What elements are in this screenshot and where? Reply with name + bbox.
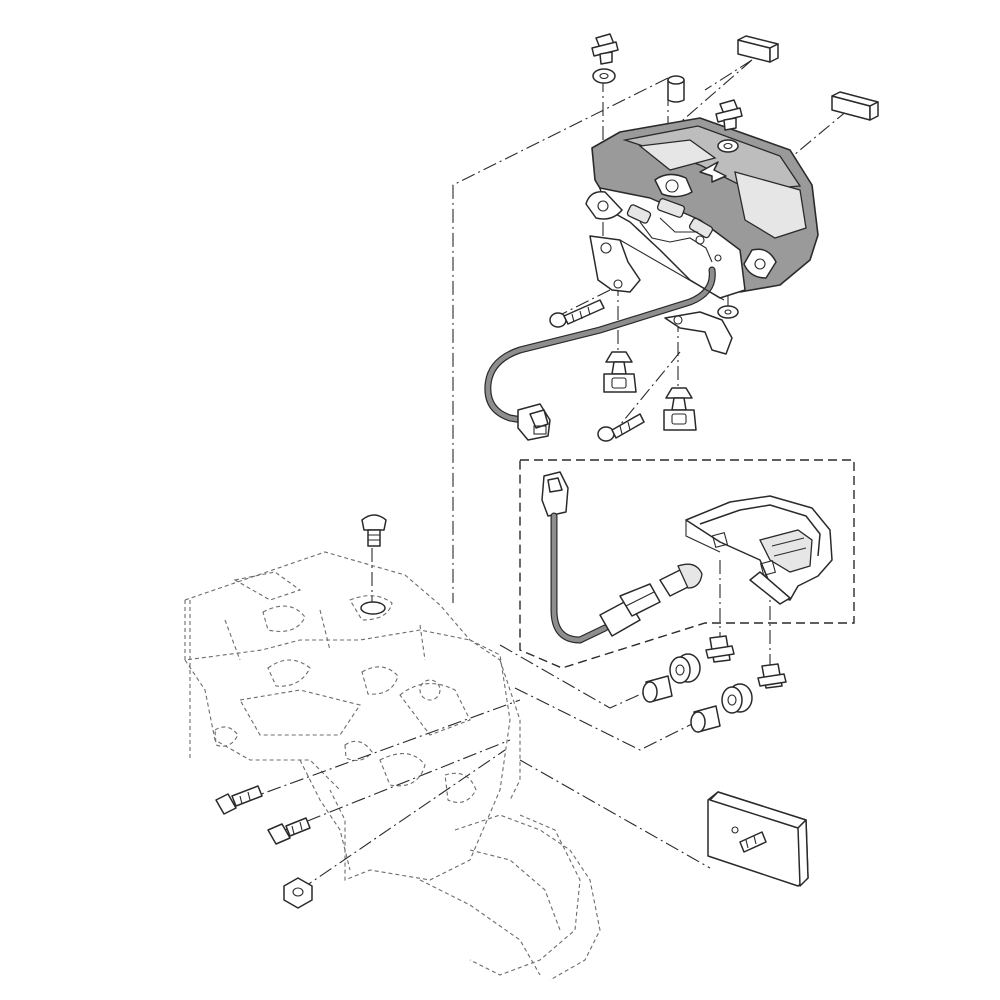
screw-bracket-left xyxy=(549,299,605,328)
license-light-connector xyxy=(541,471,569,517)
fender-bolt-top xyxy=(361,514,387,547)
tail-light-assembly xyxy=(585,117,819,299)
mounting-bracket-right xyxy=(664,305,739,355)
grommet-right xyxy=(721,683,753,714)
tail-light-wire-harness xyxy=(484,266,716,441)
license-light-housing xyxy=(685,495,833,605)
grommet-left xyxy=(669,653,701,684)
flange-bolt-lower xyxy=(267,817,311,845)
push-clip-right xyxy=(663,387,697,431)
flange-bolt-upper xyxy=(215,785,263,815)
mounting-bracket-left xyxy=(589,235,725,301)
flange-nut xyxy=(283,877,313,909)
screw-bracket-right xyxy=(597,413,645,442)
license-light-kit xyxy=(541,471,833,644)
leader-lines xyxy=(244,59,849,891)
license-light-bulb xyxy=(659,563,703,597)
foam-strip-top xyxy=(737,35,779,63)
push-clip-left xyxy=(603,351,637,393)
harness-connector xyxy=(517,403,551,441)
clip-nut-right xyxy=(757,663,787,689)
license-light-socket xyxy=(599,583,661,637)
collar-left xyxy=(642,675,673,703)
collar-right xyxy=(690,705,721,733)
clip-nut-left xyxy=(705,635,735,663)
screw-top-left xyxy=(591,33,619,65)
foam-strip-right xyxy=(831,91,879,121)
reflector-stud xyxy=(739,831,767,853)
fender-bolt-washer xyxy=(360,601,386,615)
washer-top-right xyxy=(717,139,739,153)
washer-top-left xyxy=(592,68,616,84)
screw-top-right xyxy=(715,99,743,131)
license-light-kit-frame xyxy=(519,459,855,669)
collar-spacer xyxy=(667,75,685,103)
rear-fender-outline xyxy=(184,551,601,981)
